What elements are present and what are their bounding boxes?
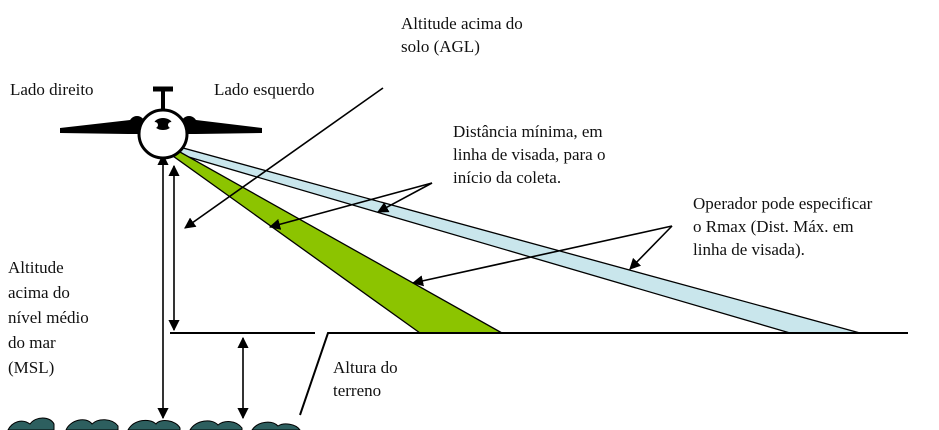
- agl-label-line-1: Altitude acima do: [401, 14, 523, 33]
- agl-pointer-arrow: [184, 87, 384, 229]
- rmax-pointer-2: [629, 225, 673, 270]
- min-distance-pointer-2: [377, 182, 433, 213]
- msl-label: Altitude acima do nível médio do mar (MS…: [8, 255, 89, 380]
- left-side-label: Lado esquerdo: [214, 80, 315, 99]
- msl-label-line-1: Altitude: [8, 258, 64, 277]
- terrain-height-label: Altura do terreno: [333, 356, 398, 402]
- msl-label-line-3: nível médio: [8, 308, 89, 327]
- operator-rmax-label-line-2: o Rmax (Dist. Máx. em: [693, 217, 854, 236]
- operator-rmax-label-line-3: linha de visada).: [693, 240, 805, 259]
- terrain-profile-slope: [299, 332, 908, 416]
- msl-label-line-2: acima do: [8, 283, 70, 302]
- min-distance-label-line-3: início da coleta.: [453, 168, 562, 187]
- operator-rmax-label-line-1: Operador pode especificar: [693, 194, 873, 213]
- msl-label-line-5: (MSL): [8, 358, 55, 377]
- rmax-pointer-1: [411, 225, 673, 287]
- aircraft-front-view-icon: [60, 86, 262, 160]
- min-distance-pointer-1: [268, 182, 433, 230]
- msl-label-line-4: do mar: [8, 333, 56, 352]
- terrain-height-label-line-2: terreno: [333, 381, 382, 400]
- right-side-label: Lado direito: [10, 80, 94, 99]
- min-distance-label-line-2: linha de visada, para o: [453, 145, 606, 164]
- operator-rmax-label: Operador pode especificar o Rmax (Dist. …: [693, 192, 872, 261]
- agl-label-line-2: solo (AGL): [401, 37, 480, 56]
- terrain-height-label-line-1: Altura do: [333, 358, 398, 377]
- min-distance-label: Distância mínima, em linha de visada, pa…: [453, 120, 605, 189]
- terrain-vegetation-icon: [7, 417, 301, 430]
- agl-label: Altitude acima do solo (AGL): [401, 12, 523, 58]
- min-distance-label-line-1: Distância mínima, em: [453, 122, 603, 141]
